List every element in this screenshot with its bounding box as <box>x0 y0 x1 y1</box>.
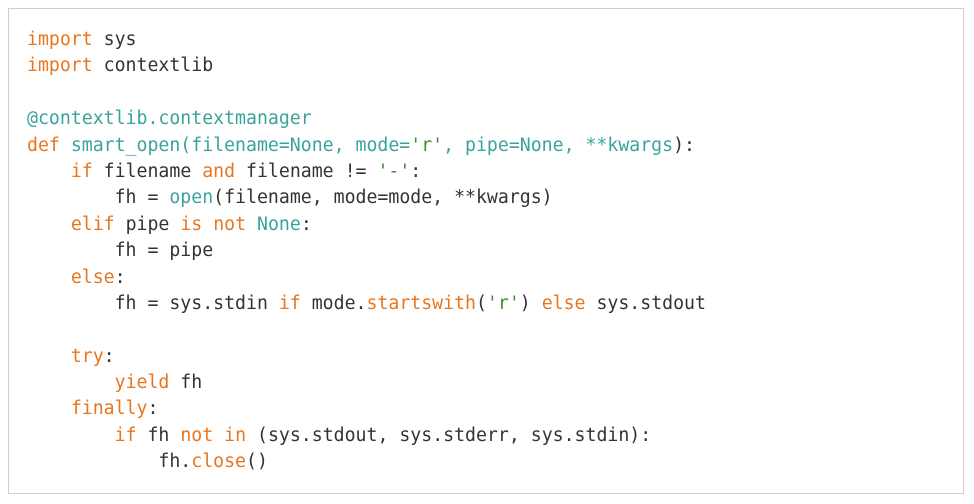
code-token <box>27 214 71 235</box>
code-token: and <box>202 160 236 182</box>
code-line-12 <box>27 317 706 343</box>
code-line-9: fh = pipe <box>27 238 706 264</box>
code-token: '-' <box>377 160 411 182</box>
code-token <box>202 214 213 235</box>
code-token <box>27 346 71 367</box>
code-token <box>60 135 71 156</box>
code-line-2: import contextlib <box>27 53 706 79</box>
code-token: 'r' <box>410 134 444 156</box>
code-token: ( <box>475 292 487 314</box>
code-token: 'r' <box>486 292 520 314</box>
code-token: if <box>278 292 301 314</box>
code-token: smart_open(filename=None, mode= <box>70 134 411 156</box>
code-token: not <box>180 424 214 446</box>
code-line-1: import sys <box>27 27 706 53</box>
code-token: sys.stdout <box>585 292 706 314</box>
code-line-17: fh.close() <box>27 449 706 475</box>
code-line-3 <box>27 80 706 106</box>
code-token <box>27 161 71 182</box>
code-token: def <box>27 134 60 156</box>
code-token <box>27 372 115 393</box>
code-token: else <box>70 266 115 288</box>
code-token: @contextlib.contextmanager <box>27 108 312 130</box>
code-line-4: @contextlib.contextmanager <box>27 106 706 132</box>
code-token: not <box>213 213 247 235</box>
code-token: import <box>27 55 93 77</box>
code-token: : <box>147 398 159 420</box>
code-token: fh. <box>27 451 192 473</box>
code-token: : <box>114 266 126 288</box>
code-token: sys <box>92 29 137 50</box>
code-token: import <box>27 29 93 50</box>
code-line-15: finally: <box>27 396 706 422</box>
code-token: filename != <box>235 160 378 182</box>
code-line-5: def smart_open(filename=None, mode='r', … <box>27 133 706 159</box>
code-token <box>27 267 71 288</box>
code-line-14: yield fh <box>27 370 706 396</box>
code-line-6: if filename and filename != '-': <box>27 159 706 185</box>
code-token: contextlib <box>92 55 214 77</box>
code-token <box>27 398 71 419</box>
code-token: : <box>410 160 422 182</box>
code-token: try <box>70 345 104 367</box>
code-token <box>246 214 257 235</box>
code-token: ): <box>673 134 695 156</box>
code-token: fh <box>169 372 203 394</box>
code-token: None <box>257 213 301 235</box>
code-token: fh = pipe <box>27 240 214 262</box>
code-line-11: fh = sys.stdin if mode.startswith('r') e… <box>27 291 706 317</box>
code-line-16: if fh not in (sys.stdout, sys.stderr, sy… <box>27 423 706 449</box>
code-line-10: else: <box>27 265 706 291</box>
code-token: open <box>169 187 214 209</box>
code-token: fh = <box>27 187 170 209</box>
code-token: ) <box>519 292 542 314</box>
code-token: elif <box>70 213 115 235</box>
code-token: if <box>70 160 93 182</box>
code-token: filename <box>92 160 203 182</box>
code-line-8: elif pipe is not None: <box>27 212 706 238</box>
code-token: () <box>246 451 268 473</box>
code-token: , pipe=None, **kwargs <box>443 134 674 156</box>
code-token <box>27 425 115 446</box>
code-token: fh = sys.stdin <box>27 292 279 314</box>
code-token: (sys.stdout, sys.stderr, sys.stdin): <box>246 424 652 446</box>
code-token: if <box>114 424 137 446</box>
code-token: mode. <box>300 292 367 314</box>
code-token <box>213 425 224 446</box>
code-token: pipe <box>114 213 181 235</box>
code-token: is <box>180 213 203 235</box>
code-token: yield <box>114 372 170 394</box>
code-token: in <box>224 424 247 446</box>
code-line-13: try: <box>27 344 706 370</box>
code-token: finally <box>70 398 148 420</box>
code-line-7: fh = open(filename, mode=mode, **kwargs) <box>27 185 706 211</box>
code-token: close <box>191 451 246 473</box>
code-token: else <box>541 292 586 314</box>
code-token: : <box>300 213 312 235</box>
code-token: fh <box>136 424 181 446</box>
code-token: (filename, mode=mode, **kwargs) <box>213 187 553 209</box>
code-token: : <box>103 345 115 367</box>
code-token: startswith <box>366 292 476 314</box>
